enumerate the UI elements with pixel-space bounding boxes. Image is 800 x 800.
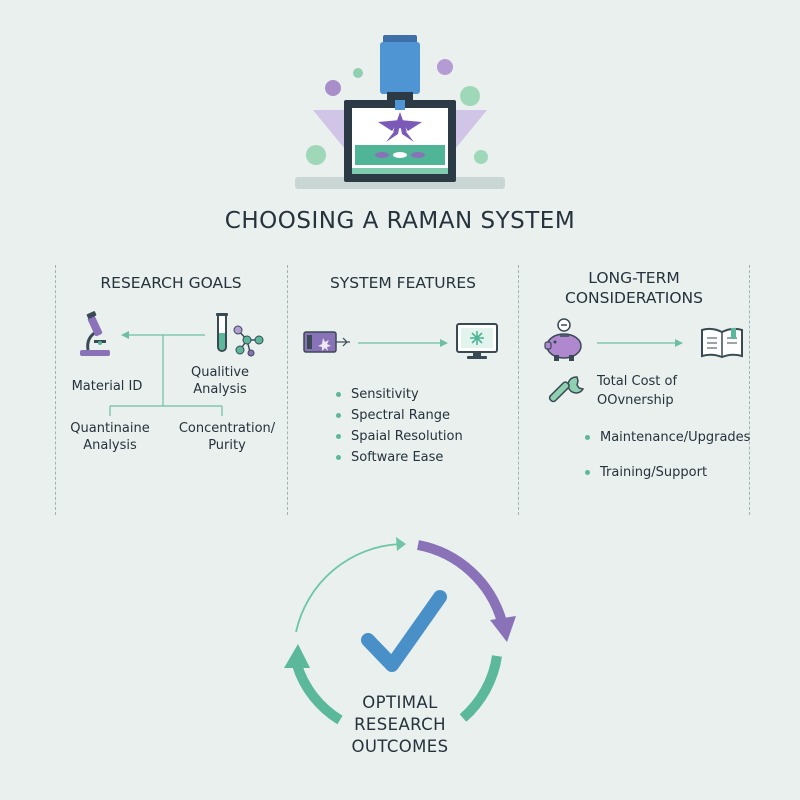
- piggy-bank-icon: [544, 318, 582, 361]
- divider: [287, 265, 288, 515]
- raman-microscope-illustration: [295, 35, 505, 189]
- label-qualitative-line1: Qualitive: [190, 365, 250, 380]
- research-goals-connectors: [109, 331, 223, 416]
- book-icon: [701, 327, 743, 359]
- long-term-title-line2: CONSIDERATIONS: [565, 289, 703, 307]
- system-features-title: SYSTEM FEATURES: [329, 274, 477, 292]
- list-item: Sensitivity: [336, 384, 463, 405]
- page-title: CHOOSING A RAMAN SYSTEM: [224, 208, 576, 234]
- system-features-list: Sensitivity Spectral Range Spaial Resolu…: [336, 384, 463, 468]
- deco-dot: [353, 68, 363, 78]
- label-qualitative-line2: Analysis: [193, 382, 247, 397]
- deco-dot: [325, 80, 341, 96]
- label-material-id: Material ID: [71, 379, 143, 394]
- divider: [55, 265, 56, 515]
- checkmark-icon: [361, 590, 447, 672]
- list-item: Software Ease: [336, 447, 463, 468]
- molecule-icon: [233, 325, 264, 357]
- outcome-line2: RESEARCH: [354, 715, 446, 734]
- deco-dot: [437, 59, 453, 75]
- total-cost-line2: OOvnership: [597, 393, 674, 408]
- total-cost-line1: Total Cost of: [597, 374, 678, 389]
- research-goals-title: RESEARCH GOALS: [100, 274, 242, 292]
- microscope-icon: [80, 311, 110, 356]
- outcome-line3: OUTCOMES: [351, 737, 449, 756]
- laser-module-icon: [303, 331, 350, 353]
- label-quantitative-line1: Quantinaine: [70, 421, 150, 436]
- divider: [518, 265, 519, 515]
- long-term-list: Maintenance/Upgrades Training/Support: [585, 427, 750, 483]
- divider: [749, 265, 750, 515]
- outcome-line1: OPTIMAL: [362, 693, 438, 712]
- deco-dot: [460, 86, 480, 106]
- features-arrow: [358, 339, 448, 347]
- deco-dot: [474, 150, 488, 164]
- list-item: Training/Support: [585, 462, 750, 483]
- long-term-arrow: [597, 339, 683, 347]
- label-concentration-line2: Purity: [208, 438, 246, 453]
- monitor-icon: [456, 323, 498, 359]
- label-concentration-line1: Concentration/: [178, 421, 276, 436]
- list-item: Spectral Range: [336, 405, 463, 426]
- laser-burst-icon: [378, 112, 422, 142]
- long-term-title-line1: LONG-TERM: [588, 269, 680, 287]
- wrench-icon: [548, 376, 585, 403]
- deco-dot: [306, 145, 326, 165]
- label-quantitative-line2: Analysis: [83, 438, 137, 453]
- list-item: Spaial Resolution: [336, 426, 463, 447]
- test-tube-icon: [216, 313, 228, 352]
- list-item: Maintenance/Upgrades: [585, 427, 750, 448]
- outcome-label: OPTIMAL RESEARCH OUTCOMES: [300, 692, 500, 758]
